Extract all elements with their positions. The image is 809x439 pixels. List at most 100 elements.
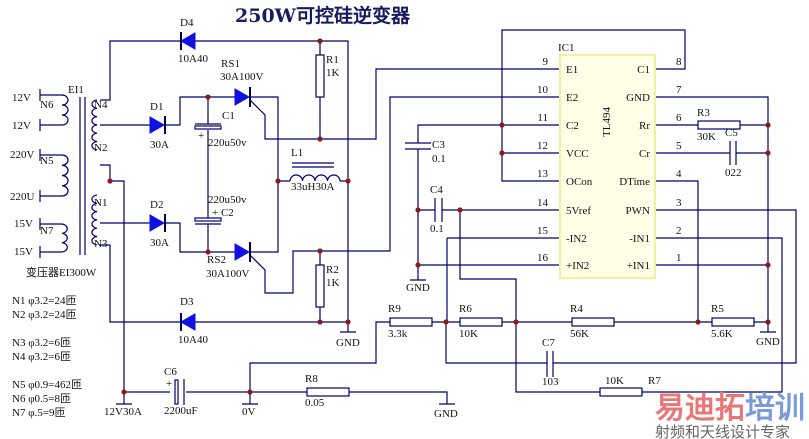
pin-number: 6 [676, 112, 682, 124]
diode-d1 [149, 116, 166, 134]
pin-number: 10 [537, 84, 549, 96]
resistor-r4 [571, 317, 615, 327]
junction-dot [275, 178, 281, 184]
svg-text:+: + [166, 378, 172, 390]
svg-text:30A: 30A [150, 139, 169, 151]
pin-number: 15 [537, 225, 549, 237]
page-title: 250W可控硅逆变器 [235, 4, 411, 27]
junction-dot [205, 94, 211, 100]
svg-text:N7 φ.5=9匝: N7 φ.5=9匝 [12, 407, 66, 419]
junction-dot [765, 122, 771, 128]
diode-d3 [179, 313, 196, 331]
svg-text:N2: N2 [94, 142, 107, 154]
svg-text:L1: L1 [291, 147, 303, 159]
winding-specs: N1 φ3.2=24匝 N2 φ3.2=24匝 N3 φ3.2=6匝 N4 φ3… [12, 295, 82, 419]
junction-dot [695, 319, 701, 325]
junction-dot [765, 262, 771, 268]
junction-dot [443, 319, 449, 325]
svg-text:10K: 10K [459, 328, 478, 340]
pin-name: 5Vref [566, 205, 591, 217]
svg-text:220U: 220U [10, 191, 35, 203]
pin-name: GND [626, 92, 650, 104]
svg-text:15V: 15V [14, 218, 33, 230]
svg-text:12V: 12V [12, 92, 31, 104]
junction-dot [499, 150, 505, 156]
svg-text:N3: N3 [94, 238, 108, 250]
svg-text:GND: GND [406, 282, 430, 294]
capacitor-c2 [194, 217, 222, 225]
svg-text:射频和天线设计专家: 射频和天线设计专家 [655, 423, 790, 439]
pin-number: 1 [676, 252, 682, 264]
svg-text:R5: R5 [711, 303, 724, 315]
pin-name: C2 [566, 120, 579, 132]
junctions [107, 38, 771, 395]
svg-text:D1: D1 [150, 101, 163, 113]
svg-text:C1: C1 [222, 110, 235, 122]
svg-text:0.1: 0.1 [432, 153, 446, 165]
junction-dot [513, 319, 519, 325]
svg-text:R9: R9 [388, 303, 401, 315]
capacitor-c5 [729, 141, 737, 165]
pin-number: 12 [537, 140, 548, 152]
pin-name: VCC [566, 148, 589, 160]
svg-text:N4: N4 [94, 99, 108, 111]
pin-name: +IN2 [566, 260, 589, 272]
pin-number: 8 [676, 56, 682, 68]
transformer-ei1: 12V 12V 220V 220U 15V 15V N6 N5 N7 N4 N2… [10, 84, 108, 279]
svg-text:0V: 0V [242, 406, 256, 418]
svg-text:0.1: 0.1 [430, 223, 444, 235]
junction-dot [345, 178, 351, 184]
svg-text:N1 φ3.2=24匝: N1 φ3.2=24匝 [12, 295, 77, 307]
svg-text:+: + [198, 130, 204, 142]
svg-text:N6 φ0.5=8匝: N6 φ0.5=8匝 [12, 393, 71, 405]
svg-text:RS2: RS2 [207, 254, 226, 266]
svg-text:N5 φ0.9=462匝: N5 φ0.9=462匝 [12, 379, 82, 391]
coil-secondary [91, 99, 98, 246]
junction-dot [205, 249, 211, 255]
junction-dot [765, 150, 771, 156]
pin-name: Cr [639, 148, 650, 160]
svg-text:N4 φ3.2=6匝: N4 φ3.2=6匝 [12, 351, 71, 363]
pin-name: PWN [626, 205, 651, 217]
scr-rs2 [234, 242, 251, 262]
coil-n5 [61, 154, 69, 197]
svg-text:33uH30A: 33uH30A [291, 181, 334, 193]
pin-number: 2 [676, 225, 682, 237]
svg-text:GND: GND [434, 408, 458, 420]
capacitor-c1 [194, 123, 222, 130]
svg-text:RS1: RS1 [221, 58, 240, 70]
svg-text:TL494: TL494 [601, 107, 613, 137]
resistor-r9 [389, 317, 433, 327]
junction-dot [317, 319, 323, 325]
pin-number: 3 [676, 197, 682, 209]
ic-tl494: IC1 TL494 9E110E211C212VCC13OCon145Vref1… [537, 42, 682, 279]
junction-dot [765, 319, 771, 325]
pin-name: -IN2 [566, 233, 587, 245]
coil-n7 [61, 223, 68, 253]
svg-text:N1: N1 [94, 197, 107, 209]
svg-text:30A: 30A [150, 237, 169, 249]
svg-text:12V30A: 12V30A [104, 406, 142, 418]
svg-text:D4: D4 [180, 17, 194, 29]
svg-text:N3 φ3.2=6匝: N3 φ3.2=6匝 [12, 337, 71, 349]
svg-text:1K: 1K [326, 67, 340, 79]
junction-dot [457, 207, 463, 213]
diode-d4 [179, 32, 196, 50]
svg-text:C4: C4 [430, 184, 443, 196]
svg-text:R4: R4 [570, 303, 583, 315]
capacitor-c7 [546, 351, 554, 377]
svg-text:30A100V: 30A100V [206, 268, 249, 280]
junction-dot [415, 207, 421, 213]
wires-control [410, 29, 797, 393]
svg-text:022: 022 [725, 167, 742, 179]
svg-text:103: 103 [542, 376, 559, 388]
pin-name: -IN1 [629, 233, 650, 245]
pin-number: 7 [676, 84, 682, 96]
pin-number: 5 [676, 140, 682, 152]
junction-dot [247, 389, 253, 395]
junction-dot [317, 38, 323, 44]
core [79, 97, 86, 255]
svg-text:R6: R6 [459, 303, 472, 315]
svg-text:C3: C3 [432, 139, 445, 151]
